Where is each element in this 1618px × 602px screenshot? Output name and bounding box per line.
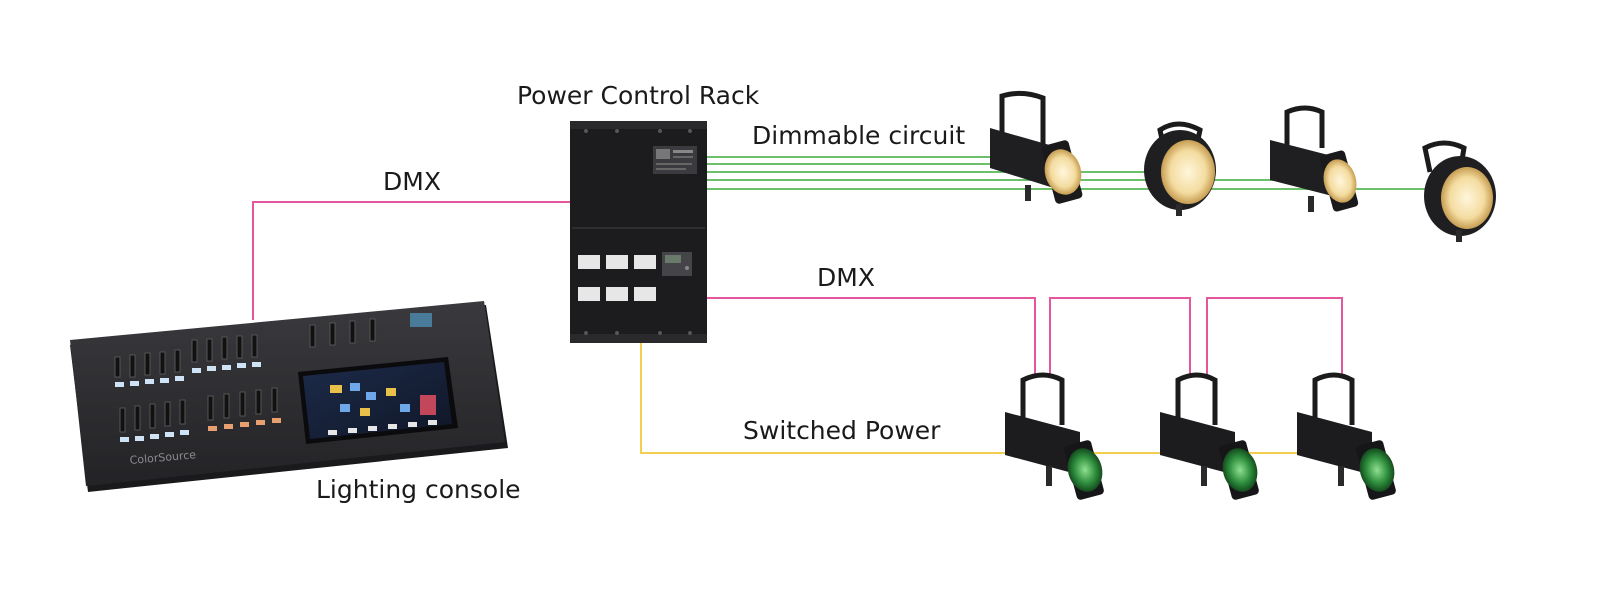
dmx-console-label: DMX — [383, 167, 441, 196]
par-fixture-icon — [1422, 140, 1496, 242]
power-rack-icon — [570, 121, 707, 343]
rack-title-label: Power Control Rack — [517, 81, 760, 110]
console-brand-text: ColorSource — [129, 448, 197, 467]
par-fixture-icon — [1144, 121, 1216, 216]
switched-power-line — [640, 340, 1370, 454]
led-spotlight-icon — [1005, 372, 1104, 500]
dmx-line-console-to-rack — [252, 201, 570, 320]
ellipsoidal-spotlight-icon — [1270, 105, 1359, 212]
switched-power-label: Switched Power — [743, 416, 941, 445]
dmx-fixtures-label: DMX — [817, 263, 875, 292]
led-spotlight-icon — [1160, 372, 1259, 500]
lighting-console-label: Lighting console — [316, 475, 521, 504]
dimmable-circuit-label: Dimmable circuit — [752, 121, 966, 150]
dmx-daisy-chain-lines — [707, 297, 1343, 374]
led-spotlight-icon — [1297, 372, 1396, 500]
ellipsoidal-spotlight-icon — [990, 90, 1083, 204]
lighting-console-icon: ColorSource — [70, 301, 508, 492]
